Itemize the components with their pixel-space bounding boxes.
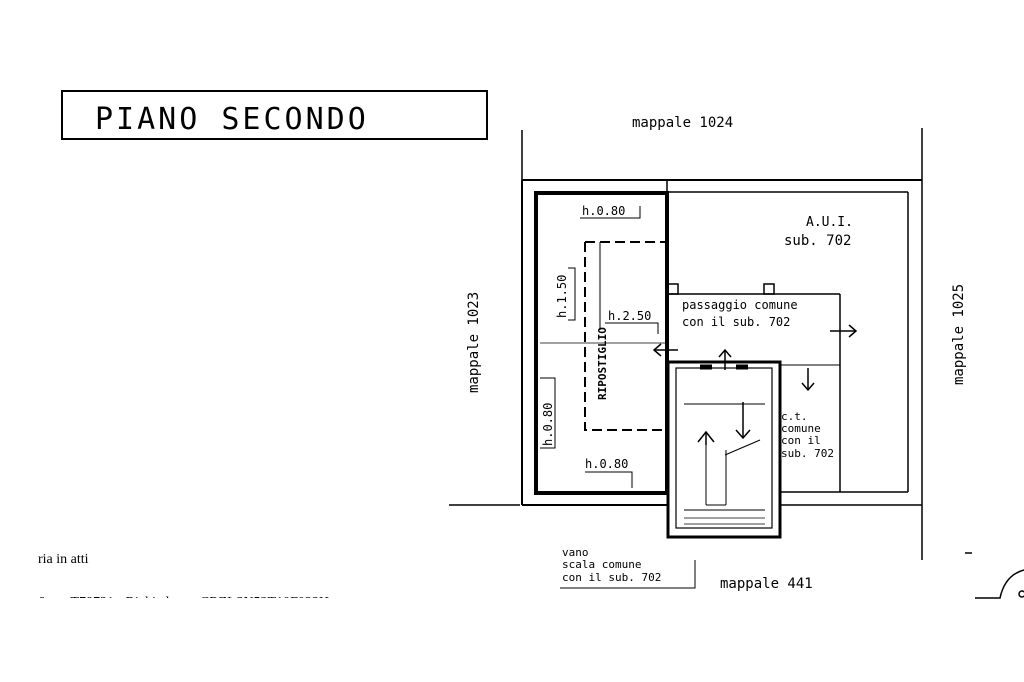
aui-label-1: A.U.I. (806, 215, 853, 230)
direction-arrows (652, 324, 858, 445)
neighbor-left: mappale 1023 (466, 292, 482, 393)
storage-dashed-outline (584, 241, 667, 431)
footer-line-2: 6 - n. T78721 - Richiedente: CRZLSN52T10… (38, 595, 329, 610)
height-left-upper: h.1.50 (555, 275, 569, 318)
stair-label-3: con il sub. 702 (562, 571, 661, 584)
neighbor-bottom: mappale 441 (720, 576, 813, 592)
height-left-lower: h.0.80 (541, 403, 555, 446)
height-marks (540, 206, 659, 488)
property-boundaries (449, 128, 923, 560)
footer-clip: 6 - n. T78721 - Richiedente: CRZLSN52T10… (38, 595, 329, 610)
outer-walls (521, 179, 922, 506)
ct-label-2: comune (781, 422, 821, 435)
storage-label: RIPOSTIGLIO (596, 327, 609, 400)
neighbor-right: mappale 1025 (951, 284, 967, 385)
plan-title: PIANO SECONDO (95, 102, 369, 137)
title-block: PIANO SECONDO (61, 90, 488, 140)
aui-label-2: sub. 702 (784, 233, 851, 249)
stair-leader (560, 560, 696, 589)
height-bottom: h.0.80 (585, 457, 628, 471)
passage-walls (540, 283, 841, 492)
ct-label-4: sub. 702 (781, 447, 834, 460)
ct-label-1: c.t. (781, 410, 808, 423)
footer-line-1: ria in atti (38, 552, 89, 567)
passage-label-1: passaggio comune (682, 298, 798, 312)
stairwell (666, 360, 782, 539)
ct-label-3: con il (781, 434, 821, 447)
height-top: h.0.80 (582, 204, 625, 218)
neighbor-top: mappale 1024 (632, 115, 733, 131)
stair-label-2: scala comune (562, 558, 641, 571)
stair-label-1: vano (562, 546, 589, 559)
corner-fragment (965, 552, 1024, 599)
passage-label-2: con il sub. 702 (682, 315, 790, 329)
height-center: h.2.50 (608, 309, 651, 323)
